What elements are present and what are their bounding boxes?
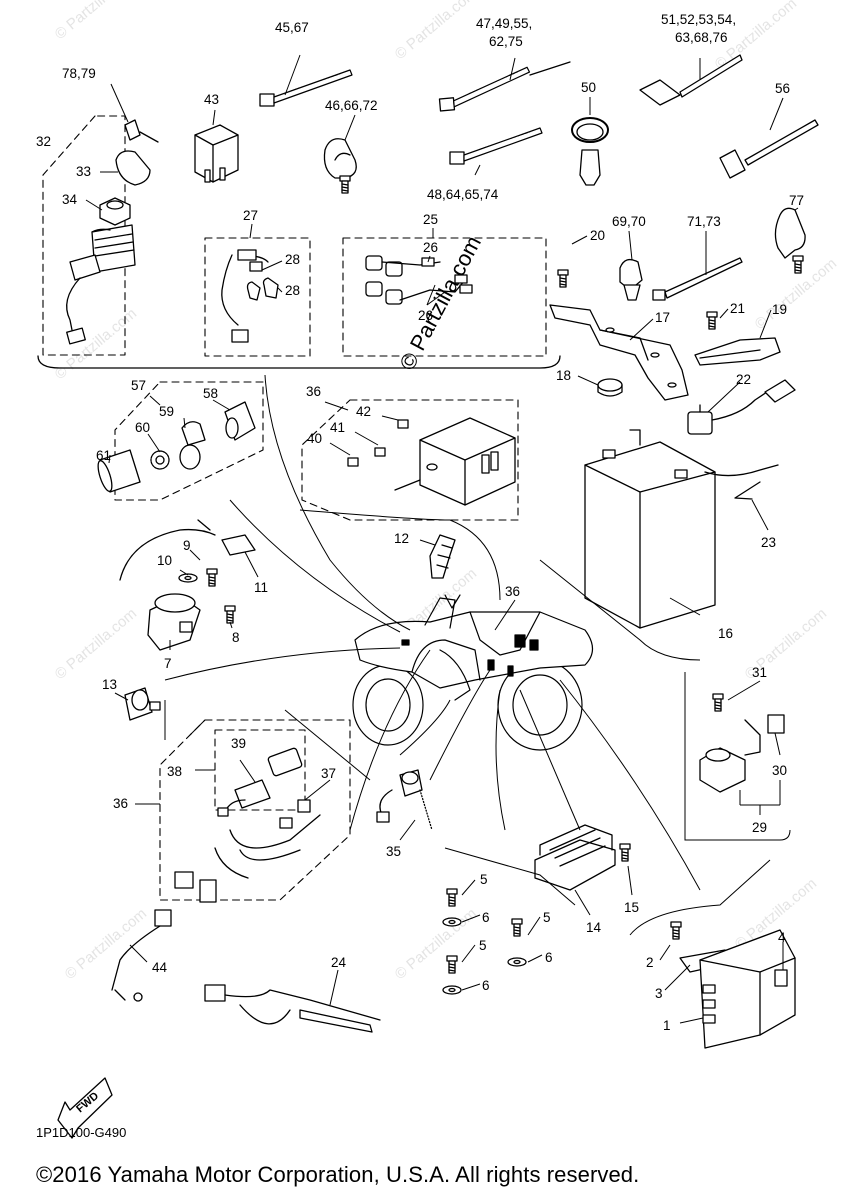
- callout-label: 57: [131, 378, 146, 393]
- callout-label: 4: [778, 930, 786, 945]
- center-watermark: © Partzilla.com: [394, 232, 486, 375]
- callout-label: 59: [159, 404, 174, 419]
- callout-label: 24: [331, 955, 347, 970]
- callout-label: 6: [545, 950, 553, 965]
- callout-label: 13: [102, 677, 117, 692]
- callout-label: 16: [718, 626, 733, 641]
- callout-label: 5: [479, 938, 487, 953]
- callout-label: 42: [356, 404, 371, 419]
- callout-label: 20: [590, 228, 605, 243]
- callout-label: 43: [204, 92, 219, 107]
- callout-label: 63,68,76: [675, 30, 728, 45]
- callout-label: 27: [243, 208, 258, 223]
- callout-label: 56: [775, 81, 790, 96]
- callout-label: 8: [232, 630, 240, 645]
- callout-label: 39: [231, 736, 246, 751]
- callout-label: 48,64,65,74: [427, 187, 499, 202]
- part-drawings: [37, 54, 819, 1139]
- callout-label: 21: [730, 301, 745, 316]
- callout-label: 34: [62, 192, 78, 207]
- callout-label: 40: [307, 431, 322, 446]
- callout-label: 36: [505, 584, 520, 599]
- callout-label: 35: [386, 844, 401, 859]
- watermark-text: © Partzilla.com: [392, 0, 480, 63]
- callout-label: 12: [394, 531, 409, 546]
- callout-label: 2: [646, 955, 654, 970]
- callout-label: 36: [306, 384, 321, 399]
- watermark-text: © Partzilla.com: [52, 305, 140, 383]
- callout-label: 51,52,53,54,: [661, 12, 736, 27]
- callout-label: 46,66,72: [325, 98, 378, 113]
- callout-labels: 45,67 47,49,55, 62,75 51,52,53,54, 63,68…: [36, 12, 804, 1033]
- callout-label: 19: [772, 302, 787, 317]
- callout-label: 22: [736, 372, 751, 387]
- callout-label: 6: [482, 978, 490, 993]
- callout-label: 7: [164, 656, 172, 671]
- watermark-text: © Partzilla.com: [52, 0, 140, 43]
- callout-label: 44: [152, 960, 168, 975]
- callout-label: 41: [330, 420, 345, 435]
- callout-label: 38: [167, 764, 182, 779]
- callout-label: 69,70: [612, 214, 646, 229]
- callout-label: 10: [157, 553, 172, 568]
- callout-label: 47,49,55,: [476, 16, 532, 31]
- callout-label: 50: [581, 80, 596, 95]
- callout-label: 28: [285, 283, 300, 298]
- callout-label: 6: [482, 910, 490, 925]
- callout-label: 1: [663, 1018, 671, 1033]
- callout-label: 71,73: [687, 214, 721, 229]
- callout-label: 5: [480, 872, 488, 887]
- callout-label: 31: [752, 665, 767, 680]
- callout-label: 17: [655, 310, 670, 325]
- callout-label: 11: [254, 580, 268, 595]
- callout-label: 5: [543, 910, 551, 925]
- callout-label: 26: [423, 240, 438, 255]
- copyright-notice: ©2016 Yamaha Motor Corporation, U.S.A. A…: [36, 1162, 640, 1187]
- callout-label: 45,67: [275, 20, 309, 35]
- callout-label: 18: [556, 368, 571, 383]
- callout-label: 60: [135, 420, 150, 435]
- watermark-text: © Partzilla.com: [62, 905, 150, 983]
- callout-label: 62,75: [489, 34, 523, 49]
- leader-lines: [85, 54, 799, 1024]
- callout-label: 77: [789, 193, 804, 208]
- callout-label: 9: [183, 538, 191, 553]
- callout-label: 14: [586, 920, 602, 935]
- callout-label: 32: [36, 134, 51, 149]
- callout-label: 58: [203, 386, 218, 401]
- watermark-text: © Partzilla.com: [52, 605, 140, 683]
- callout-label: 15: [624, 900, 639, 915]
- callout-label: 61: [96, 448, 111, 463]
- callout-label: 28: [285, 252, 300, 267]
- callout-label: 25: [423, 212, 438, 227]
- callout-label: 78,79: [62, 66, 96, 81]
- callout-label: 26: [418, 308, 433, 323]
- callout-label: 3: [655, 986, 663, 1001]
- watermark-text: © Partzilla.com: [392, 905, 480, 983]
- callout-label: 23: [761, 535, 776, 550]
- callout-label: 33: [76, 164, 91, 179]
- callout-label: 30: [772, 763, 787, 778]
- callout-label: 36: [113, 796, 128, 811]
- callout-label: 37: [321, 766, 336, 781]
- diagram-code: 1P1D100-G490: [36, 1125, 127, 1140]
- callout-label: 29: [752, 820, 767, 835]
